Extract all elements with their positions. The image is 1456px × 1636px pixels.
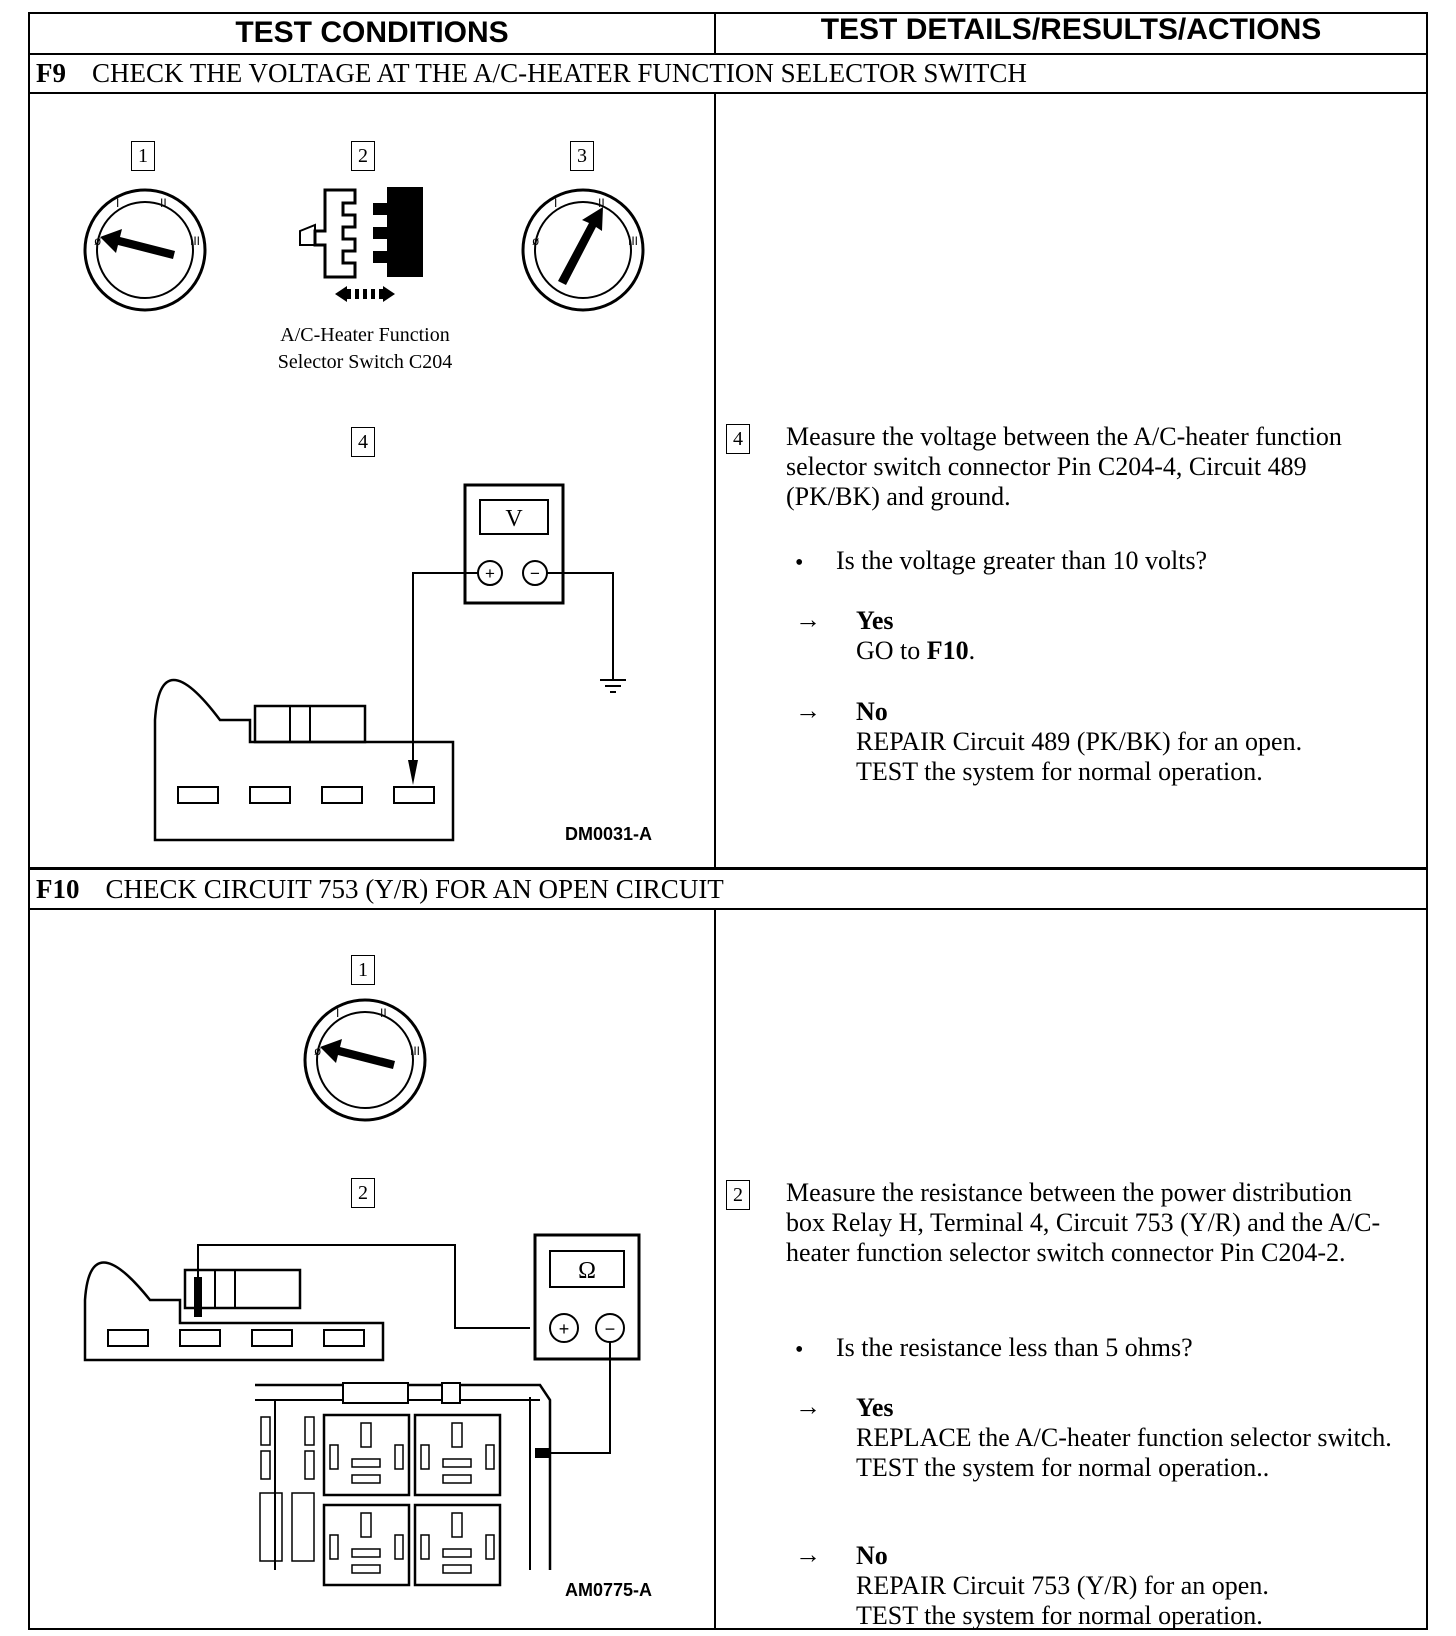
step-number-f10-2: 2	[351, 1178, 375, 1208]
answer-no-f9: No REPAIR Circuit 489 (PK/BK) for an ope…	[856, 697, 1416, 787]
ground-icon	[600, 679, 626, 693]
no-action-f9-line-1: REPAIR Circuit 489 (PK/BK) for an open.	[856, 727, 1303, 756]
section-title-f10-text: CHECK CIRCUIT 753 (Y/R) FOR AN OPEN CIRC…	[105, 874, 724, 904]
yes-action-f10: REPLACE the A/C-heater function selector…	[856, 1423, 1392, 1482]
answer-no-f10: No REPAIR Circuit 753 (Y/R) for an open.…	[856, 1541, 1416, 1631]
svg-text:ø: ø	[94, 234, 102, 248]
ignition-switch-off-icon: ø I II III	[83, 188, 207, 312]
question-f9: Is the voltage greater than 10 volts?	[836, 546, 1208, 575]
svg-text:ø: ø	[532, 234, 540, 248]
svg-text:−: −	[530, 564, 540, 583]
svg-text:III: III	[190, 234, 200, 248]
connector-caption: A/C-Heater Function Selector Switch C204	[240, 322, 490, 376]
header-test-details: TEST DETAILS/RESULTS/ACTIONS	[820, 13, 1322, 46]
arrow-yes-f9: →	[795, 605, 821, 634]
figure-code-f10: AM0775-A	[565, 1580, 653, 1600]
step-number-f9-4: 4	[351, 427, 375, 457]
ohmmeter-symbol: Ω	[578, 1258, 596, 1284]
bullet-f10: •	[795, 1337, 804, 1363]
bullet-f9: •	[795, 550, 804, 576]
svg-text:I: I	[554, 196, 557, 210]
svg-text:I: I	[116, 196, 119, 210]
ohmmeter-circuit-diagram: Ω + −	[83, 1233, 641, 1587]
svg-text:ø: ø	[314, 1044, 322, 1058]
ignition-switch-run-icon: ø I II III	[521, 188, 645, 312]
step-number-f9-1: 1	[131, 141, 155, 171]
no-action-f10-line-2: TEST the system for normal operation.	[856, 1601, 1263, 1630]
voltmeter-icon: V + −	[463, 483, 565, 605]
link-f10[interactable]: F10	[926, 636, 969, 665]
no-label-f9: No	[856, 697, 888, 726]
answer-yes-f9: Yes GO to F10.	[856, 606, 1396, 666]
svg-text:III: III	[410, 1044, 420, 1058]
section-title-f10: F10 CHECK CIRCUIT 753 (Y/R) FOR AN OPEN C…	[36, 874, 724, 905]
section-id-f10: F10	[36, 874, 80, 904]
step-number-f9-3: 3	[570, 141, 594, 171]
answer-yes-f10: Yes REPLACE the A/C-heater function sele…	[856, 1393, 1406, 1483]
voltmeter-circuit-diagram: V + −	[153, 483, 626, 842]
no-action-f9-line-2: TEST the system for normal operation.	[856, 757, 1263, 786]
figure-code-f9: DM0031-A	[565, 824, 653, 844]
step-number-f10-1: 1	[351, 955, 375, 985]
svg-text:−: −	[605, 1319, 616, 1339]
arrow-no-f10: →	[795, 1540, 821, 1569]
section-id-f9: F9	[36, 58, 66, 88]
step-number-f9-detail: 4	[726, 424, 750, 454]
svg-text:+: +	[485, 564, 495, 583]
yes-label-f10: Yes	[856, 1393, 894, 1422]
step-number-f9-2: 2	[351, 141, 375, 171]
section-title-f9-text: CHECK THE VOLTAGE AT THE A/C-HEATER FUNC…	[92, 58, 1027, 88]
ohmmeter-icon: Ω + −	[533, 1233, 641, 1361]
svg-text:II: II	[598, 196, 605, 210]
arrow-no-f9: →	[795, 696, 821, 725]
question-f10: Is the resistance less than 5 ohms?	[836, 1333, 1193, 1362]
no-action-f10-line-1: REPAIR Circuit 753 (Y/R) for an open.	[856, 1571, 1269, 1600]
ignition-switch-off-icon: ø I II III	[303, 998, 427, 1122]
svg-text:III: III	[628, 234, 638, 248]
instruction-f9: Measure the voltage between the A/C-heat…	[786, 422, 1342, 511]
yes-label-f9: Yes	[856, 606, 894, 635]
selector-switch-connector	[83, 1261, 385, 1362]
svg-text:II: II	[160, 196, 167, 210]
connector-caption-line-2: Selector Switch C204	[277, 351, 453, 373]
arrow-yes-f10: →	[795, 1392, 821, 1421]
section-title-f9: F9 CHECK THE VOLTAGE AT THE A/C-HEATER FU…	[36, 58, 1027, 89]
svg-text:+: +	[559, 1319, 570, 1339]
header-test-conditions: TEST CONDITIONS	[235, 16, 509, 49]
selector-switch-connector	[153, 678, 455, 842]
connector-caption-line-1: A/C-Heater Function	[280, 324, 450, 346]
power-distribution-box-icon	[255, 1382, 552, 1587]
connector-disconnect-icon	[299, 187, 423, 302]
voltmeter-symbol: V	[505, 506, 523, 532]
svg-text:II: II	[380, 1006, 387, 1020]
yes-action-f9: GO to F10.	[856, 636, 976, 665]
no-label-f10: No	[856, 1541, 888, 1570]
step-number-f10-detail: 2	[726, 1180, 750, 1210]
svg-text:I: I	[336, 1006, 339, 1020]
instruction-f10: Measure the resistance between the power…	[786, 1178, 1381, 1267]
